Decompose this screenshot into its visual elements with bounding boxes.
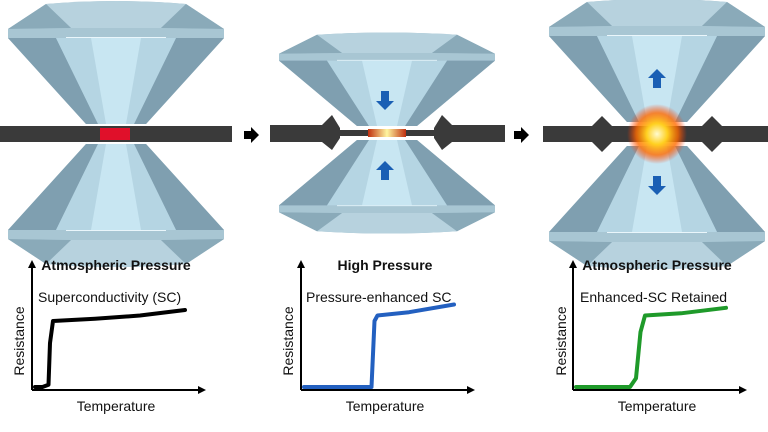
panel-2-title: High Pressure: [338, 257, 433, 273]
panel-3-ylabel: Resistance: [553, 306, 569, 375]
upper-diamond-anvil: [7, 0, 225, 125]
panel-2-ylabel: Resistance: [280, 306, 296, 375]
right-arrow-icon: [514, 127, 529, 143]
panel-1-ylabel: Resistance: [11, 306, 27, 375]
upper-diamond-anvil: [548, 0, 766, 123]
chart-3-x-axis-arrow: [739, 386, 747, 394]
sample: [368, 129, 406, 137]
panel-1-xlabel: Temperature: [77, 398, 156, 414]
chart-2-x-axis-arrow: [467, 386, 475, 394]
panel-2-subtitle: Pressure-enhanced SC: [306, 289, 452, 305]
lower-diamond-anvil: [548, 145, 766, 270]
anvil-cell-released: [543, 0, 768, 270]
right-arrow-icon: [244, 127, 259, 143]
panel-3-xlabel: Temperature: [618, 398, 697, 414]
chart-1-y-axis-arrow: [28, 260, 36, 268]
chart-2-resistance-curve: [302, 302, 456, 389]
chart-1-x-axis-arrow: [198, 386, 206, 394]
anvil-cell-high-pressure: [270, 31, 505, 235]
sample: [100, 128, 130, 140]
panel-3-subtitle: Enhanced-SC Retained: [580, 289, 727, 305]
gasket: [270, 125, 332, 142]
chart-1-resistance-curve: [33, 308, 187, 389]
glowing-sample: [627, 104, 687, 164]
panel-1-title: Atmospheric Pressure: [41, 257, 191, 273]
upper-diamond-anvil: [278, 31, 496, 127]
chart-3-y-axis-arrow: [569, 260, 577, 268]
panel-2-xlabel: Temperature: [346, 398, 425, 414]
anvil-cell-atmospheric: [0, 0, 232, 268]
panel-1-subtitle: Superconductivity (SC): [38, 289, 181, 305]
lower-diamond-anvil: [7, 143, 225, 268]
gasket: [442, 125, 505, 142]
chart-2-y-axis-arrow: [297, 260, 305, 268]
chart-3-resistance-curve: [574, 305, 728, 389]
lower-diamond-anvil: [278, 139, 496, 235]
panel-3-title: Atmospheric Pressure: [582, 257, 732, 273]
